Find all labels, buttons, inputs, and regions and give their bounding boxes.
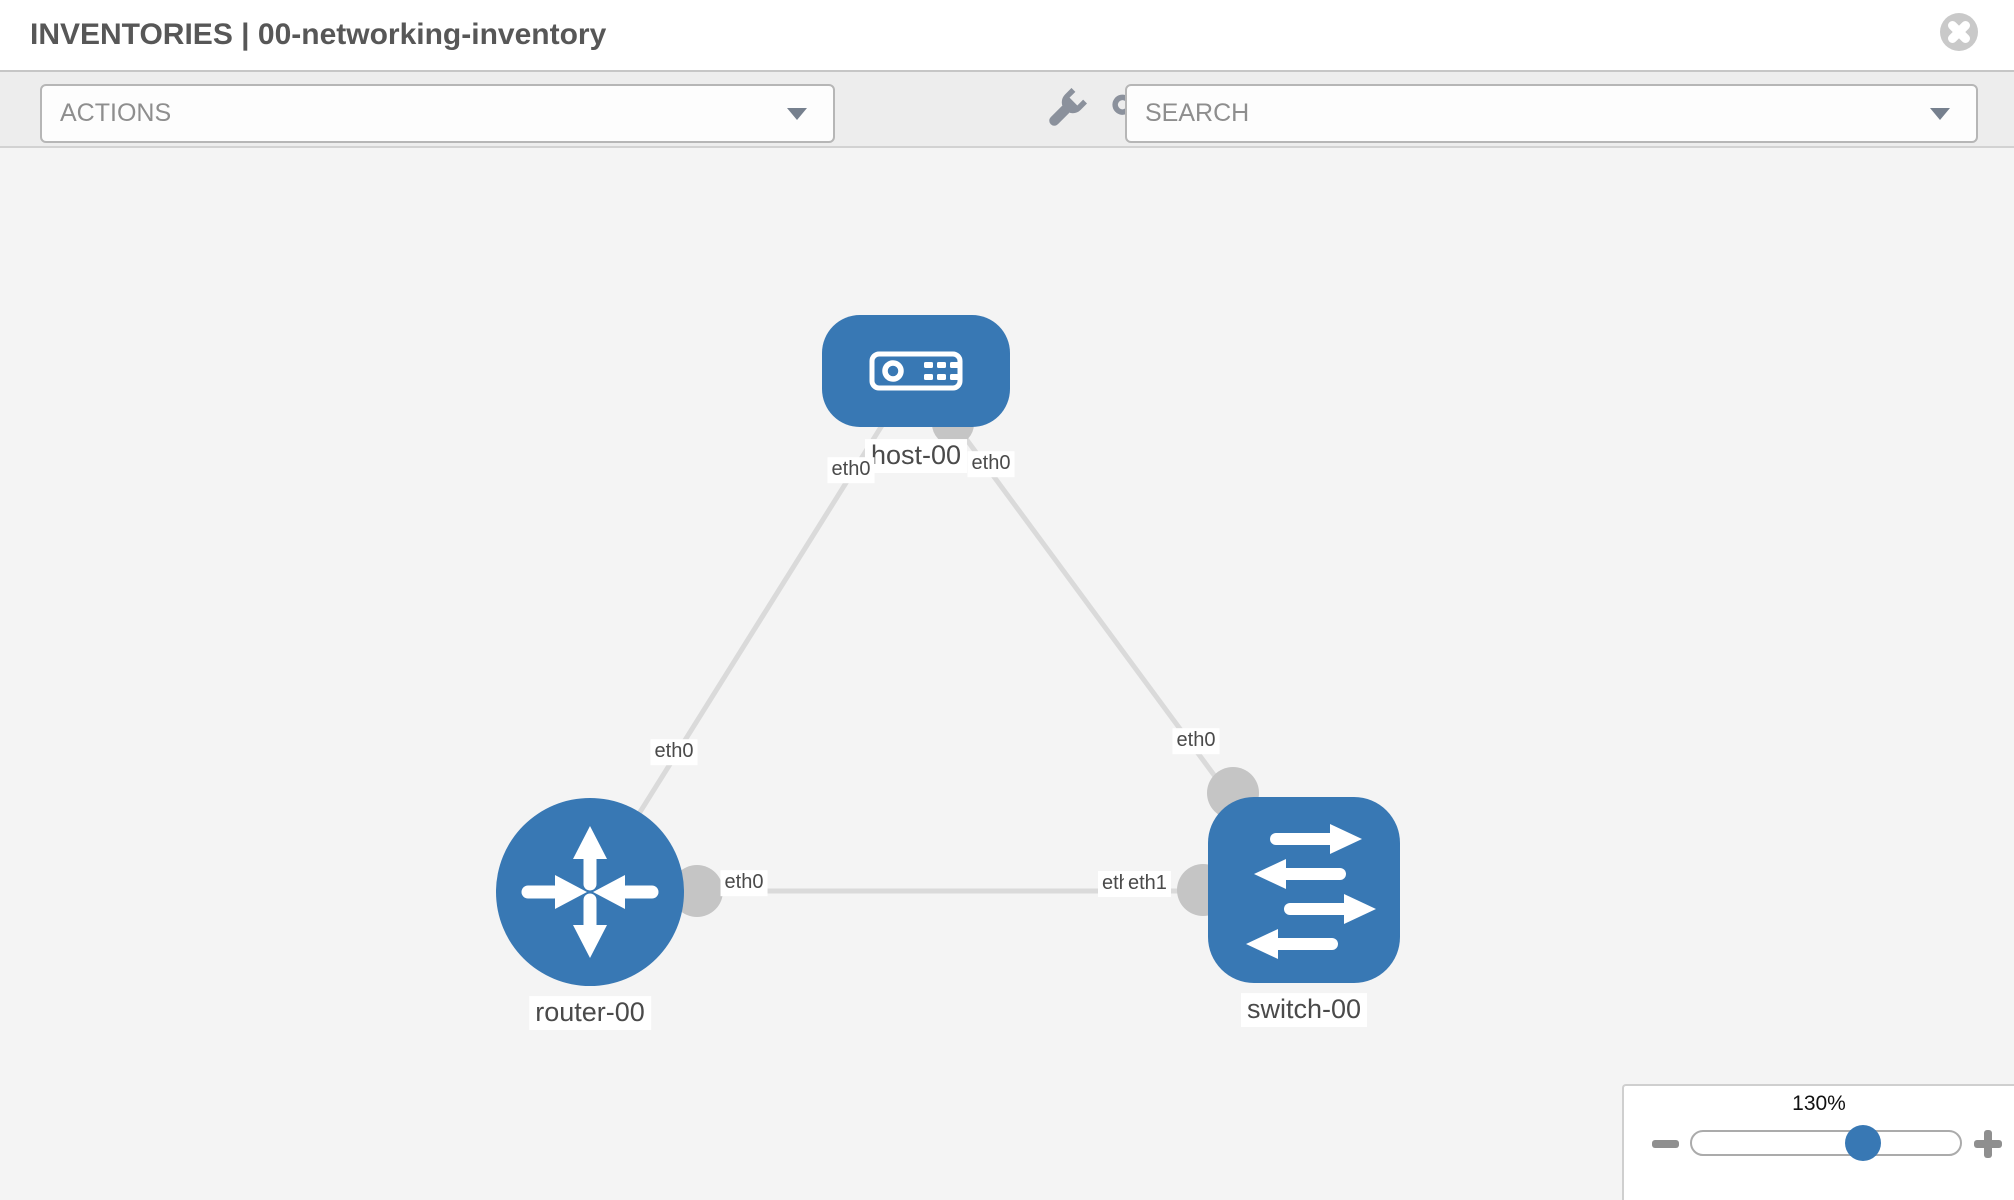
- search-dropdown[interactable]: SEARCH: [1125, 84, 1978, 143]
- page-title: INVENTORIES | 00-networking-inventory: [30, 18, 607, 51]
- wrench-icon: [1049, 87, 1088, 126]
- zoom-panel: 130%: [1622, 1084, 2014, 1200]
- node-host-00[interactable]: [822, 315, 1010, 427]
- search-dropdown-label: SEARCH: [1145, 99, 1250, 127]
- interface-label-router-eth0-bottom: eth0: [720, 870, 768, 896]
- interface-label-host-eth0-right: eth0: [967, 451, 1015, 477]
- topology-graph: [496, 315, 1400, 986]
- zoom-in-button[interactable]: [1974, 1130, 2002, 1158]
- chevron-down-icon: [787, 108, 807, 120]
- chevron-down-icon: [1930, 108, 1950, 120]
- node-label-host: host-00: [864, 439, 968, 473]
- interface-label-router-eth0-upper: eth0: [650, 739, 698, 765]
- host-icon: [869, 351, 963, 391]
- actions-dropdown-label: ACTIONS: [60, 99, 172, 127]
- header: INVENTORIES | 00-networking-inventory: [0, 0, 2014, 72]
- interface-label-switch-eth1-bottom: eth1: [1124, 871, 1171, 897]
- endpoint-router-eth0[interactable]: [671, 865, 723, 917]
- node-label-switch: switch-00: [1240, 993, 1368, 1027]
- toolbar: ACTIONS SEARCH: [0, 72, 2014, 148]
- switch-icon: [1246, 824, 1376, 959]
- zoom-slider-handle[interactable]: [1845, 1125, 1881, 1161]
- node-router-00[interactable]: [496, 798, 684, 986]
- configure-button[interactable]: [1043, 87, 1088, 132]
- node-switch-00[interactable]: [1208, 797, 1400, 983]
- router-icon: [521, 826, 659, 958]
- zoom-slider-track[interactable]: [1690, 1130, 1962, 1156]
- node-label-router: router-00: [529, 996, 651, 1030]
- topology-canvas[interactable]: host-00 router-00 switch-00 eth0 eth0 et…: [0, 148, 2014, 1200]
- close-button[interactable]: [1940, 13, 1978, 51]
- interface-label-host-eth0-left: eth0: [827, 457, 875, 483]
- endpoints-layer: [671, 403, 1259, 917]
- actions-dropdown[interactable]: ACTIONS: [40, 84, 835, 143]
- zoom-out-button[interactable]: [1652, 1140, 1679, 1148]
- close-icon: [1940, 13, 1978, 51]
- zoom-level: 130%: [1792, 1092, 1846, 1115]
- interface-label-switch-eth0-upper: eth0: [1172, 728, 1220, 754]
